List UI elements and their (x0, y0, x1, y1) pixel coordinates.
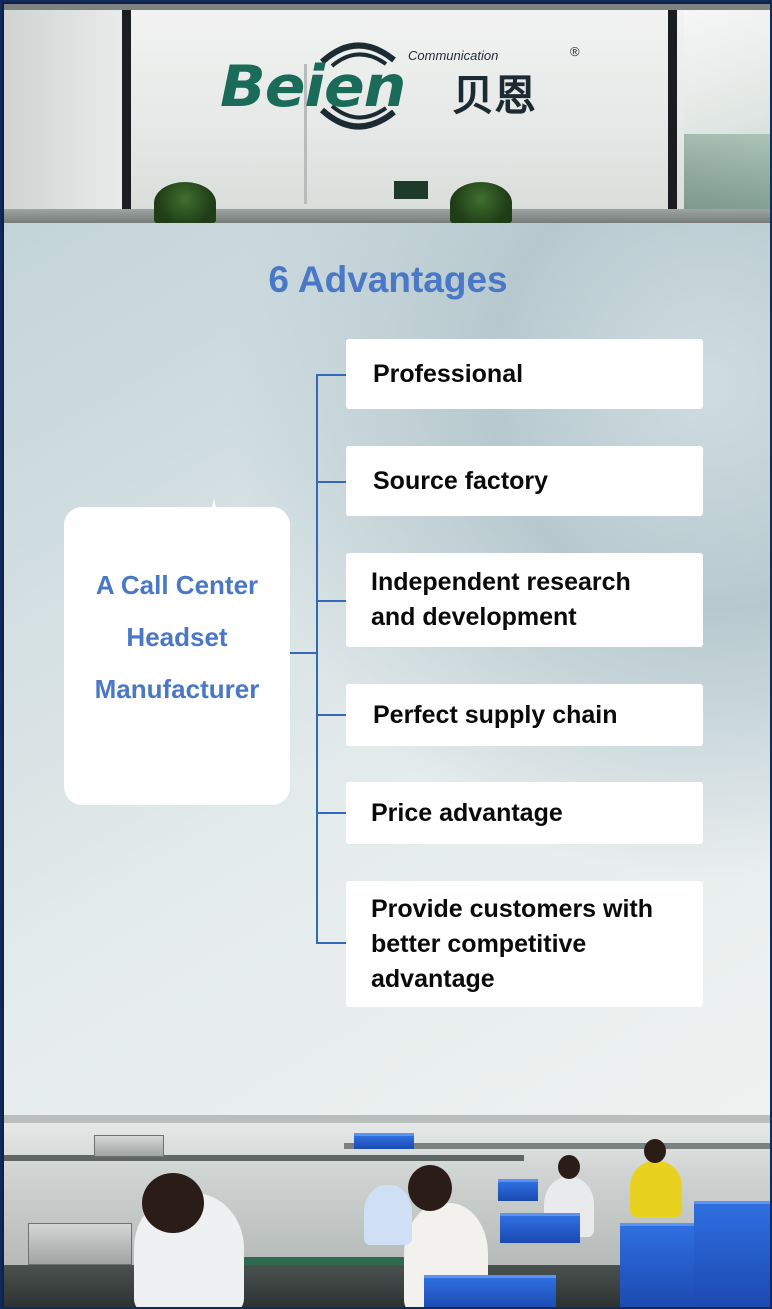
room-sign (394, 181, 428, 199)
advantage-item: Price advantage (346, 782, 703, 844)
glass-door-handle (304, 64, 307, 204)
connector-branch (316, 481, 348, 483)
logo-chinese-text: 贝恩 (452, 71, 537, 120)
company-logo: Beien 贝恩 Communication ® (220, 38, 590, 138)
advantage-label: advantage (371, 964, 495, 993)
worker (364, 1185, 412, 1245)
connector-branch (316, 714, 348, 716)
advantages-panel: 6 Advantages A Call Center Headset Manuf… (4, 223, 770, 1115)
center-card-text: A Call Center Headset Manufacturer (64, 559, 290, 715)
office-photo-banner: Beien 贝恩 Communication ® (4, 4, 770, 223)
factory-machine (28, 1223, 132, 1265)
advantage-label: Source factory (373, 466, 549, 495)
worker (630, 1161, 682, 1217)
glass-frame-right (668, 10, 677, 223)
advantage-item: Source factory (346, 446, 703, 516)
center-line: Headset (126, 622, 228, 652)
factory-photo (4, 1115, 770, 1307)
factory-shelf (4, 1155, 524, 1161)
plant-left (154, 182, 216, 223)
blue-crate (354, 1133, 414, 1149)
logo-tagline: Communication (408, 48, 499, 63)
left-wall (4, 10, 124, 223)
plant-right (450, 182, 512, 223)
connector-branch (316, 374, 348, 376)
advantage-label: Independent research (371, 568, 631, 596)
advantage-label: better competitive (371, 929, 587, 958)
advantage-label: Perfect supply chain (373, 700, 618, 729)
center-line: Manufacturer (94, 674, 260, 704)
factory-ceiling (4, 1115, 770, 1123)
advantage-item: Provide customers with better competitiv… (346, 881, 703, 1007)
connector-branch (316, 942, 348, 944)
worker-head (142, 1173, 204, 1233)
connector-branch (316, 600, 348, 602)
worker-head (408, 1165, 452, 1211)
worker-head (644, 1139, 666, 1163)
connector-branch (316, 812, 348, 814)
advantage-item: Independent research and development (346, 553, 703, 647)
sparkle-icon (196, 498, 232, 534)
center-line: A Call Center (95, 570, 259, 600)
factory-shelf (344, 1143, 770, 1149)
connector-center (290, 652, 317, 654)
advantage-label: and development (371, 603, 577, 631)
logo-brand-text: Beien (220, 53, 406, 121)
blue-crate (424, 1275, 556, 1307)
center-card: A Call Center Headset Manufacturer (64, 507, 290, 805)
factory-machine (94, 1135, 164, 1157)
advantage-label: Provide customers with (371, 894, 654, 923)
right-glass-reflection (684, 134, 770, 223)
office-floor (4, 209, 770, 223)
glass-frame-left (122, 10, 131, 223)
page-title: 6 Advantages (268, 259, 508, 300)
advantage-label: Professional (373, 359, 524, 388)
logo-swoosh-icon (319, 42, 396, 130)
connector-trunk (316, 374, 318, 944)
registered-mark: ® (570, 44, 580, 59)
blue-crate (500, 1213, 580, 1243)
blue-crate (694, 1201, 770, 1307)
ceiling (4, 4, 770, 10)
advantage-label: Price advantage (371, 798, 563, 827)
advantage-item: Perfect supply chain (346, 684, 703, 746)
worker-head (558, 1155, 580, 1179)
advantage-item: Professional (346, 339, 703, 409)
blue-crate (498, 1179, 538, 1201)
